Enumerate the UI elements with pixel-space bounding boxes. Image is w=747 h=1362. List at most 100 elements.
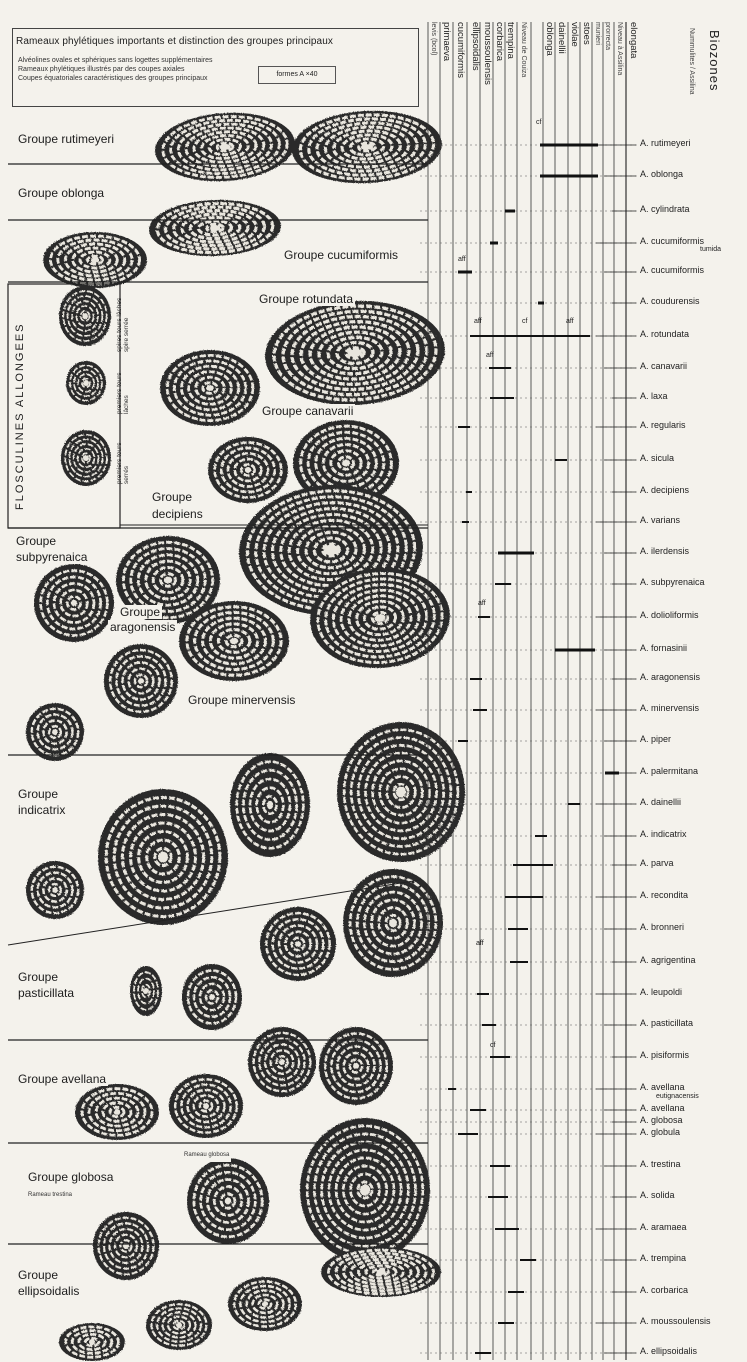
biozones-title: Biozones (707, 30, 722, 118)
species-label: A. minervensis (640, 703, 699, 713)
zone-header-primaeva-a: levis (bcol) (430, 22, 437, 110)
fossil-section (130, 966, 162, 1016)
legend-line-3: Coupes équatoriales caractéristiques des… (18, 75, 208, 82)
species-label: A. decipiens (640, 485, 689, 495)
group-label-cucumiformis: Groupe cucumiformis (282, 248, 400, 262)
range-bar (470, 1109, 486, 1111)
zone-header-ellipsoidalis: ellipsoidalis (470, 22, 481, 110)
zone-header-cucumiformis: cucumiformis (455, 22, 466, 110)
legend-title: Rameaux phylétiques importants et distin… (16, 36, 333, 47)
group-label-indicatrix-1: Groupe (16, 787, 60, 801)
fossil-section (160, 350, 260, 426)
species-label: A. parva (640, 858, 674, 868)
range-bar (498, 1322, 514, 1324)
annotation-aff: aff (478, 600, 486, 607)
fossil-section (182, 964, 242, 1030)
annotation-cf: cf (490, 1042, 495, 1049)
species-label: A. moussoulensis (640, 1316, 711, 1326)
species-label: A. globula (640, 1127, 680, 1137)
species-label: A. solida (640, 1190, 675, 1200)
range-bar (538, 302, 544, 305)
group-label-aragonensis-2: aragonensis (108, 620, 177, 634)
range-bar (495, 1228, 519, 1230)
species-label: A. fornasinii (640, 643, 687, 653)
fossil-section (98, 789, 228, 925)
annotation-aff: aff (458, 256, 466, 263)
range-bar (458, 426, 470, 428)
range-bar (555, 649, 595, 652)
group-label-avellana: Groupe avellana (16, 1072, 108, 1086)
group-label-ellipsoidalis-2: ellipsoidalis (16, 1284, 81, 1298)
fossil-section (59, 286, 111, 346)
species-label: A. agrigentina (640, 955, 696, 965)
range-bar (520, 1259, 536, 1261)
range-bar (495, 583, 511, 585)
range-bar (540, 175, 598, 178)
group-label-decipiens-1: Groupe (150, 490, 194, 504)
fossil-section (187, 1158, 269, 1244)
zone-header-oblonga: oblonga (544, 22, 555, 110)
species-label: A. coudurensis (640, 296, 700, 306)
fossil-section (319, 1027, 393, 1105)
legend-line-2: Rameaux phylétiques illustrés par des co… (18, 66, 185, 73)
fossil-section (153, 108, 297, 186)
range-bar (490, 1056, 510, 1058)
range-bar (470, 335, 590, 337)
group-label-rutimeyeri: Groupe rutimeyeri (16, 132, 116, 146)
fossil-section (300, 1118, 430, 1262)
zone-header-corbarica: corbarica (494, 22, 505, 110)
fossil-section (148, 198, 282, 259)
annotation-aff: aff (476, 940, 484, 947)
range-bar (488, 1196, 508, 1198)
range-bar (473, 709, 487, 711)
species-label: tumida (700, 246, 721, 253)
fossil-section (75, 1084, 159, 1140)
species-label: A. laxa (640, 391, 668, 401)
species-label: A. dainellii (640, 797, 681, 807)
fossil-section (104, 644, 178, 718)
zone-header-couiza: Niveau de Couiza (520, 22, 527, 110)
fossil-section (26, 861, 84, 919)
range-bar (568, 803, 580, 805)
fossil-section (61, 430, 111, 486)
species-label: A. sicula (640, 453, 674, 463)
zone-header-munieri: munieri (594, 22, 601, 110)
range-bar (478, 616, 490, 618)
flosculine-sub-1: spires tours lâches spire serrée (116, 290, 130, 352)
group-label-globosa: Groupe globosa (26, 1170, 115, 1184)
species-label: A. piper (640, 734, 671, 744)
fossil-section (262, 296, 447, 409)
range-bar (458, 1133, 478, 1135)
annotation-cf: cf (536, 119, 541, 126)
group-label-pasticillata-1: Groupe (16, 970, 60, 984)
species-label: A. subpyrenaica (640, 577, 705, 587)
species-label: A. avellana (640, 1082, 685, 1092)
species-label: A. pasticillata (640, 1018, 693, 1028)
group-label-pasticillata-2: pasticillata (16, 986, 76, 1000)
fossil-section (230, 753, 310, 857)
range-bar (540, 144, 598, 147)
range-bar (490, 242, 498, 245)
range-bar (508, 1291, 524, 1293)
species-label: A. cucumiformis (640, 265, 704, 275)
fossil-section (290, 107, 444, 187)
species-label: A. trempina (640, 1253, 686, 1263)
flosculines-label: FLOSCULINES ALLONGEES (14, 300, 26, 510)
zone-header-violae: violae (569, 22, 580, 110)
group-label-ellipsoidalis-1: Groupe (16, 1268, 60, 1282)
zone-header-prorrecta: prorrecta (604, 22, 611, 110)
species-label: A. oblonga (640, 169, 683, 179)
range-bar (498, 552, 534, 555)
legend-line-1: Alvéolines ovales et sphériques sans log… (18, 57, 213, 64)
species-label: A. aragonensis (640, 672, 700, 682)
fossil-section (208, 437, 288, 503)
fossil-section (228, 1277, 302, 1331)
range-bar (555, 459, 567, 461)
species-label: A. ilerdensis (640, 546, 689, 556)
range-bar (605, 772, 619, 775)
group-label-oblonga: Groupe oblonga (16, 186, 106, 200)
annotation-cf: cf (256, 1036, 261, 1043)
species-label: A. cucumiformis (640, 236, 704, 246)
species-label: A. indicatrix (640, 829, 687, 839)
range-bar (475, 1352, 491, 1354)
